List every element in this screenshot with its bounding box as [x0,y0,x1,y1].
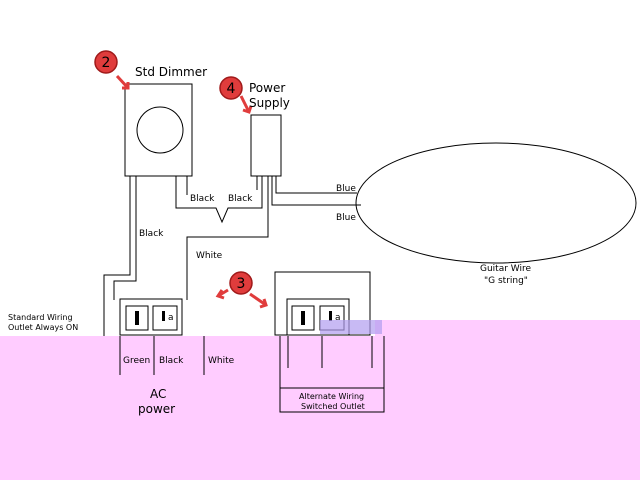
white-bottom-label: White [208,356,235,366]
marker-2-number: 2 [102,55,111,71]
outlet-ground-glyph: a [168,313,174,323]
guitar-wire-label-2: "G string" [484,276,528,286]
pink-region-upper [375,320,640,336]
green-label: Green [123,356,150,366]
marker-4-number: 4 [227,81,236,97]
marker-3: 3 [229,271,253,295]
black-left-label: Black [190,194,215,204]
dimmer-label: Std Dimmer [135,65,207,79]
standard-wiring-label-2: Outlet Always ON [8,323,78,332]
marker-4: 4 [219,76,243,100]
pink-region [0,336,640,480]
alternate-wiring-label-1: Alternate Wiring [299,392,364,401]
arrows [115,74,268,309]
black-bottom-label: Black [159,356,184,366]
ac-label-1: AC [150,387,166,401]
dimmer [124,83,193,177]
outlet-slots [135,311,332,325]
marker-3-number: 3 [237,276,246,292]
standard-wiring-label-1: Standard Wiring [8,313,73,322]
black-right-label: Black [228,194,253,204]
alternate-wiring-label-2: Switched Outlet [301,402,365,411]
power-supply [250,114,282,177]
guitar-wire-label-1: Guitar Wire [480,264,531,274]
outlet2-ground-glyph: a [335,313,341,323]
ac-label-2: power [138,402,175,416]
wires [103,176,385,413]
outlet-highlight [320,320,382,334]
white-top-label: White [196,251,223,261]
blue-bottom-label: Blue [336,213,356,223]
blue-top-label: Blue [336,184,356,194]
power-supply-label-1: Power [249,81,285,95]
guitar-wire-loop [355,142,637,264]
black-vertical-label: Black [139,229,164,239]
power-supply-label-2: Supply [249,96,290,110]
marker-2: 2 [94,50,118,74]
